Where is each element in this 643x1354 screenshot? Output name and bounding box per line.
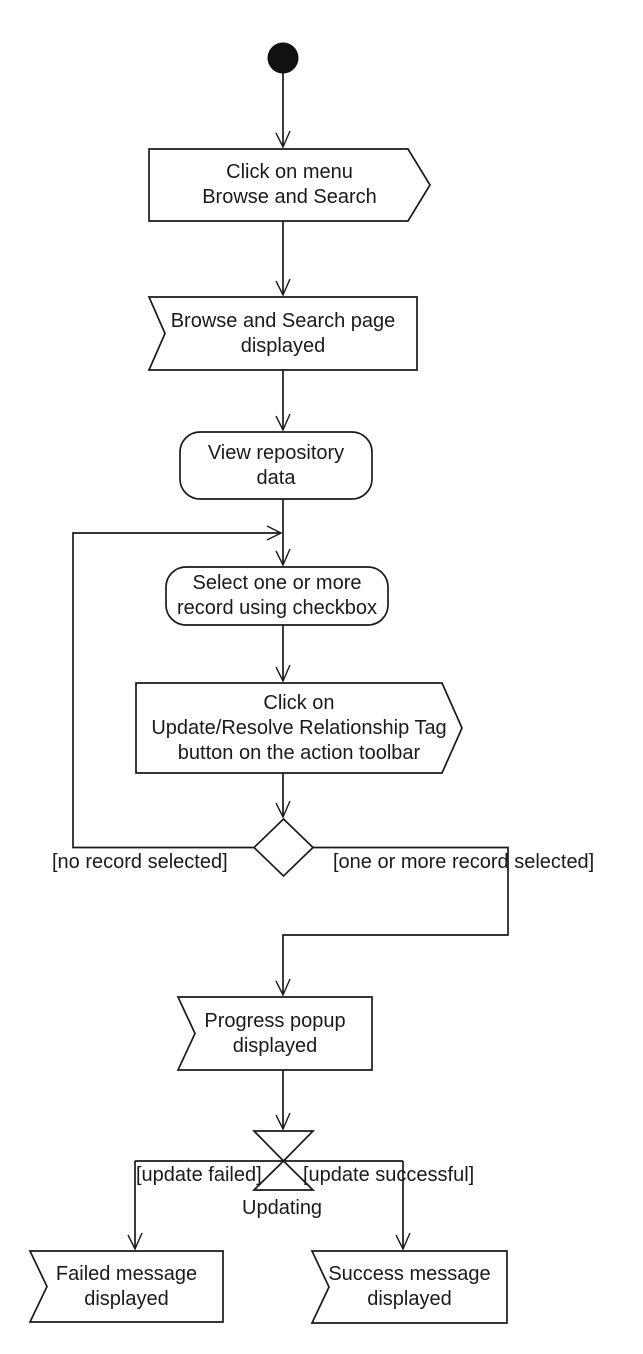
arrowhead-into-action2 (275, 548, 291, 567)
action-view-repository-shape (179, 431, 373, 500)
arrowhead-into-success (395, 1232, 411, 1251)
arrowhead-into-decision (275, 800, 291, 819)
arrowhead-into-progress (275, 978, 291, 997)
arrowhead-into-send1 (275, 130, 291, 149)
send-signal-click-update-shape (135, 682, 463, 774)
time-event-hourglass (251, 1130, 316, 1191)
arrowhead-into-failed (127, 1232, 143, 1251)
accept-event-success-shape (310, 1250, 508, 1324)
send-signal-click-menu-shape (148, 148, 431, 222)
accept-event-browse-page-shape (147, 296, 418, 371)
action-select-records-shape (165, 566, 389, 626)
arrowhead-merge-loop (266, 525, 283, 541)
accept-event-failed-shape (28, 1250, 224, 1323)
accept-event-progress-shape (176, 996, 373, 1071)
decision-diamond (252, 817, 315, 878)
initial-node (267, 42, 299, 74)
arrowhead-into-send2 (275, 664, 291, 683)
arrowhead-into-time (275, 1112, 291, 1131)
edge-loop-no-record (72, 532, 281, 849)
edge-decision-to-progress (282, 846, 509, 995)
arrowhead-into-receive1 (275, 278, 291, 297)
arrowhead-into-action1 (275, 413, 291, 432)
